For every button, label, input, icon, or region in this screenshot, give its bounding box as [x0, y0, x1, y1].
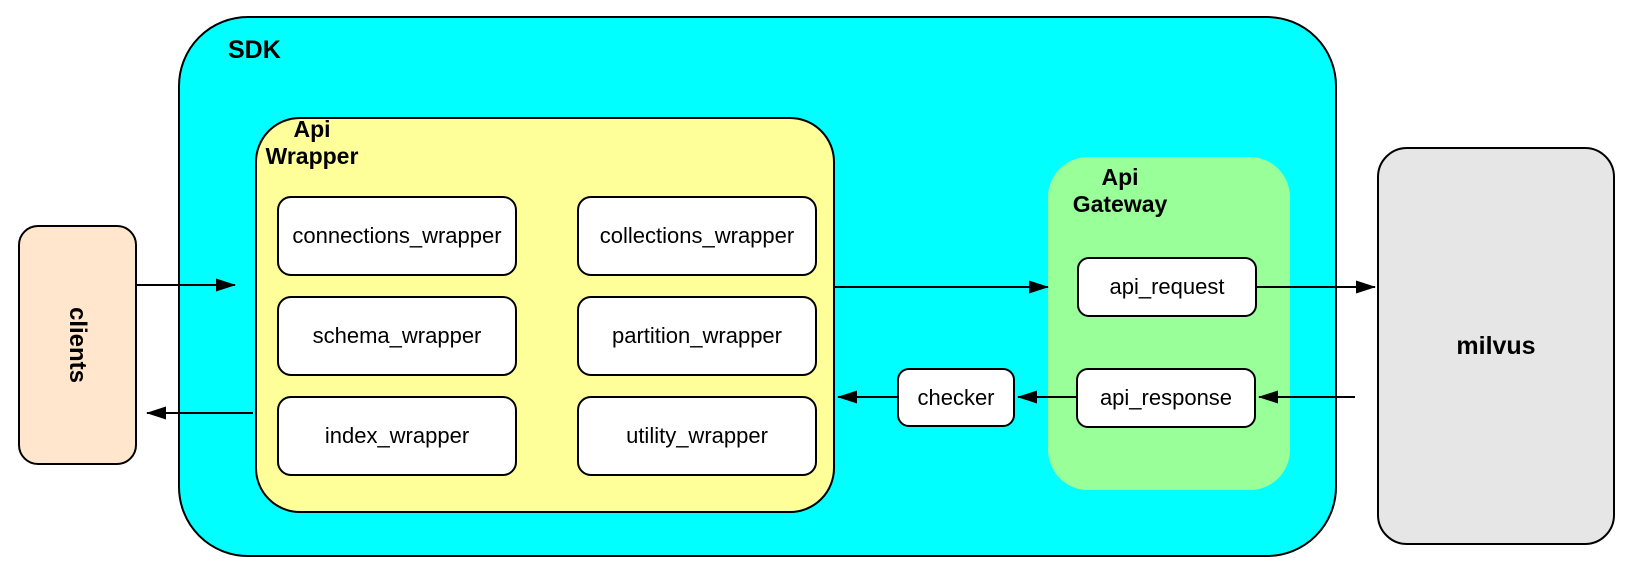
node-checker-label: checker: [917, 384, 995, 410]
api-gateway-container: [1048, 157, 1290, 490]
api-gateway-label: Api Gateway: [1056, 164, 1184, 218]
node-schema-wrapper: schema_wrapper: [277, 296, 517, 376]
node-checker: checker: [897, 368, 1015, 427]
node-utility-wrapper: utility_wrapper: [577, 396, 817, 476]
node-api-response-label: api_response: [1099, 385, 1233, 410]
api-gateway-label-line1: Api: [1101, 164, 1139, 190]
node-schema-wrapper-label: schema_wrapper: [312, 323, 482, 348]
node-connections-wrapper-label: connections_wrapper: [292, 223, 502, 248]
node-partition-wrapper-label: partition_wrapper: [612, 323, 782, 348]
node-index-wrapper-label: index_wrapper: [324, 423, 470, 448]
sdk-label: SDK: [228, 36, 281, 64]
node-connections-wrapper: connections_wrapper: [277, 196, 517, 276]
api-gateway-label-line2: Gateway: [1072, 191, 1168, 217]
node-clients: clients: [18, 225, 137, 465]
api-wrapper-label: Api Wrapper: [250, 116, 374, 170]
api-wrapper-label-line2: Wrapper: [265, 143, 359, 169]
node-utility-wrapper-label: utility_wrapper: [626, 423, 768, 448]
node-partition-wrapper: partition_wrapper: [577, 296, 817, 376]
node-clients-label: clients: [64, 306, 92, 384]
node-api-response: api_response: [1076, 368, 1256, 428]
node-index-wrapper: index_wrapper: [277, 396, 517, 476]
node-milvus: milvus: [1377, 147, 1615, 545]
api-wrapper-label-line1: Api: [293, 116, 331, 142]
node-collections-wrapper: collections_wrapper: [577, 196, 817, 276]
node-api-request-label: api_request: [1109, 274, 1225, 299]
node-api-request: api_request: [1077, 257, 1257, 317]
node-milvus-label: milvus: [1456, 331, 1536, 360]
node-collections-wrapper-label: collections_wrapper: [599, 223, 795, 248]
